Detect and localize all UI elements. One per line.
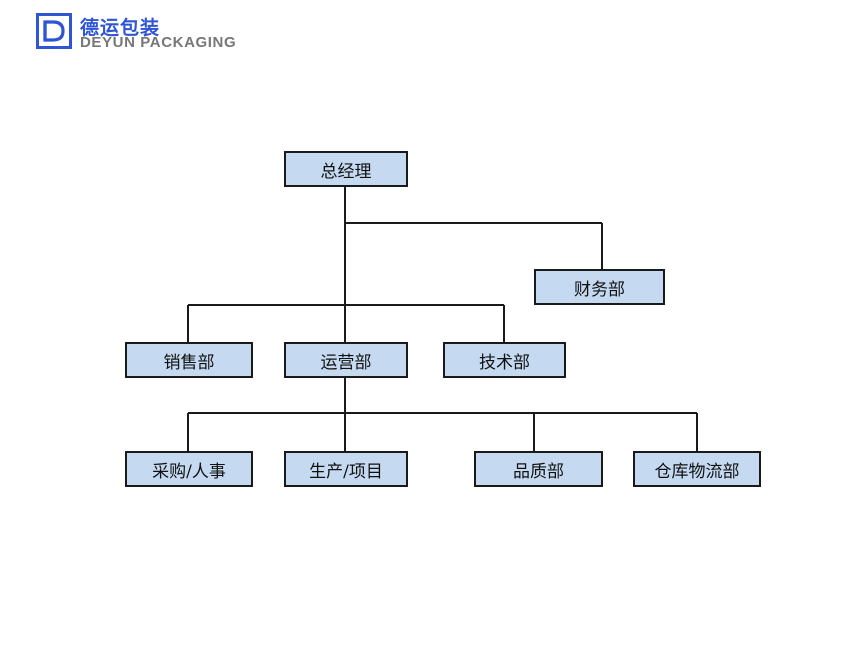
node-purchasing-hr: 采购/人事 xyxy=(125,451,253,487)
node-quality: 品质部 xyxy=(474,451,603,487)
node-operations: 运营部 xyxy=(284,342,408,378)
node-general-manager: 总经理 xyxy=(284,151,408,187)
node-sales: 销售部 xyxy=(125,342,253,378)
brand-logo: 德运包装 DEYUN PACKAGING xyxy=(36,13,276,53)
logo-d-icon xyxy=(36,13,72,49)
node-technology: 技术部 xyxy=(443,342,566,378)
node-warehouse-logistics: 仓库物流部 xyxy=(633,451,761,487)
brand-name-en: DEYUN PACKAGING xyxy=(80,34,237,51)
brand-name-cn: 德运包装 xyxy=(80,17,161,39)
node-finance: 财务部 xyxy=(534,269,665,305)
node-production-projects: 生产/项目 xyxy=(284,451,408,487)
